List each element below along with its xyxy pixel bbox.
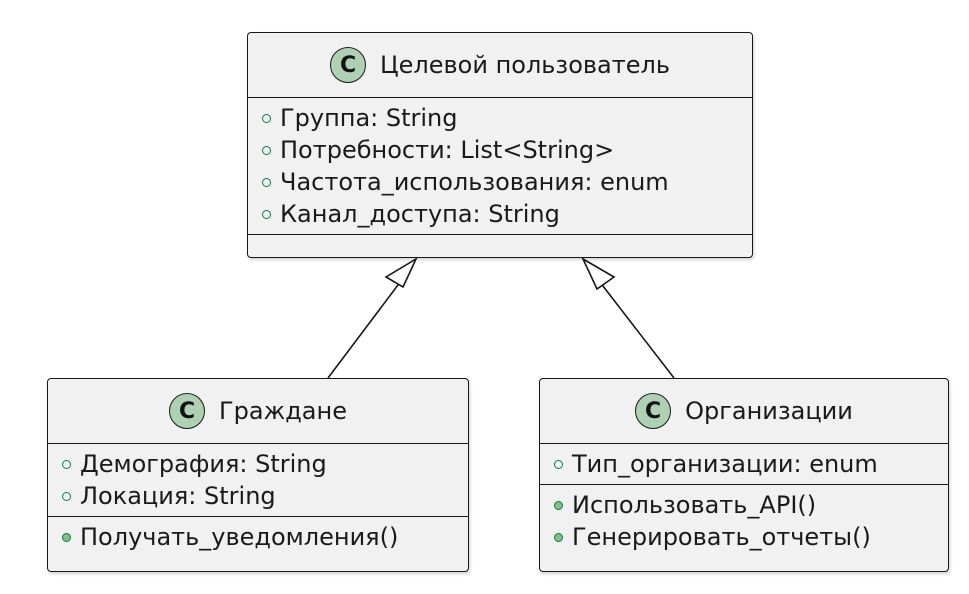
class-organizations[interactable]: C Организации Тип_организации: enum Испо…: [539, 378, 949, 572]
field-text: Тип_организации: enum: [572, 450, 878, 478]
class-header: C Организации: [540, 379, 948, 443]
class-stereotype-icon: C: [169, 393, 206, 429]
fields-section: Группа: String Потребности: List<String>…: [248, 97, 752, 234]
field-text: Канал_доступа: String: [280, 200, 560, 228]
method-row: Использовать_API(): [554, 489, 948, 521]
inheritance-arrowhead-right: [581, 257, 616, 291]
field-text: Группа: String: [280, 104, 458, 132]
methods-section: [248, 234, 752, 252]
public-visibility-icon: [262, 209, 271, 219]
public-visibility-icon: [62, 491, 71, 501]
method-text: Получать_уведомления(): [80, 523, 399, 551]
edge-citizens-to-target-user: [327, 276, 405, 379]
field-row: Группа: String: [262, 102, 752, 134]
class-citizens[interactable]: C Граждане Демография: String Локация: S…: [47, 378, 469, 572]
fields-section: Демография: String Локация: String: [48, 443, 468, 516]
class-name: Граждане: [219, 397, 347, 425]
public-visibility-icon: [262, 145, 271, 155]
public-visibility-icon: [262, 113, 271, 123]
field-row: Демография: String: [62, 448, 468, 480]
fields-section: Тип_организации: enum: [540, 443, 948, 484]
method-row: Получать_уведомления(): [62, 521, 468, 553]
public-visibility-icon: [554, 459, 563, 469]
class-header: C Граждане: [48, 379, 468, 443]
public-visibility-icon: [262, 177, 271, 187]
public-visibility-icon: [62, 459, 71, 469]
class-target-user[interactable]: C Целевой пользователь Группа: String По…: [247, 32, 753, 258]
field-row: Тип_организации: enum: [554, 448, 948, 480]
methods-section: Получать_уведомления(): [48, 516, 468, 557]
class-name: Организации: [685, 397, 853, 425]
method-text: Генерировать_отчеты(): [572, 523, 871, 551]
inheritance-arrowhead-left: [384, 256, 418, 289]
public-method-icon: [554, 500, 563, 510]
field-text: Частота_использования: enum: [280, 168, 669, 196]
public-method-icon: [554, 532, 563, 542]
class-stereotype-icon: C: [330, 47, 367, 83]
field-text: Локация: String: [80, 482, 276, 510]
field-row: Частота_использования: enum: [262, 166, 752, 198]
edge-organizations-to-target-user: [595, 276, 675, 379]
method-text: Использовать_API(): [572, 491, 817, 519]
field-row: Потребности: List<String>: [262, 134, 752, 166]
class-stereotype-icon: C: [635, 393, 672, 429]
field-row: Локация: String: [62, 480, 468, 512]
method-row: Генерировать_отчеты(): [554, 521, 948, 553]
class-header: C Целевой пользователь: [248, 33, 752, 97]
public-method-icon: [62, 532, 71, 542]
field-row: Канал_доступа: String: [262, 198, 752, 230]
field-text: Потребности: List<String>: [280, 136, 615, 164]
methods-section: Использовать_API() Генерировать_отчеты(): [540, 484, 948, 557]
class-name: Целевой пользователь: [380, 51, 670, 79]
field-text: Демография: String: [80, 450, 327, 478]
